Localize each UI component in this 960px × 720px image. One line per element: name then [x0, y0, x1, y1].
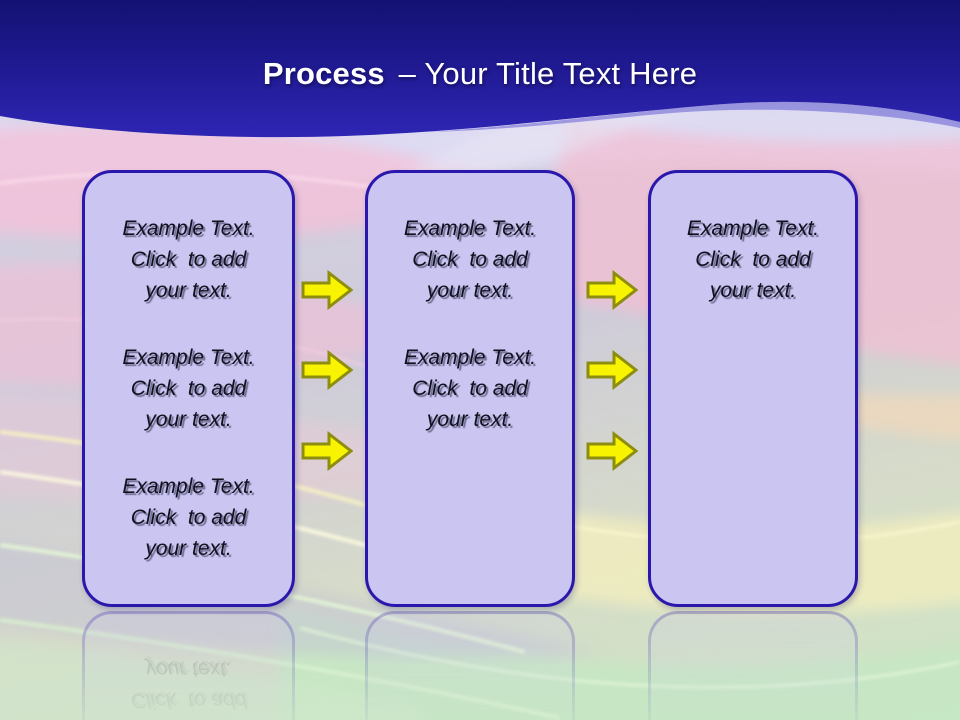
header-wave — [0, 0, 960, 138]
highlight-line — [299, 626, 960, 689]
placeholder-text[interactable]: Example Text. Click to add your text. — [122, 346, 255, 431]
right-arrow-icon[interactable] — [301, 350, 353, 390]
placeholder-text[interactable]: Example Text. Click to add your text. — [686, 217, 820, 302]
right-arrow-icon[interactable] — [586, 431, 638, 471]
process-box-step-3[interactable]: Example Text. Click to add your text. — [648, 170, 858, 607]
right-arrow-icon[interactable] — [301, 270, 353, 310]
process-box-step-1[interactable]: Example Text. Click to add your text. Ex… — [82, 170, 295, 607]
wave-band-green — [0, 641, 420, 720]
highlight-line — [0, 618, 561, 720]
placeholder-text[interactable]: Example Text. Click to add your text. — [122, 217, 255, 302]
reflection-text: Example Text. Click to add your text. — [130, 658, 247, 712]
right-arrow-icon[interactable] — [586, 270, 638, 310]
placeholder-text[interactable]: Example Text. Click to add your text. — [122, 475, 255, 560]
box-reflection-shape: Example Text. Click to add your text. — [648, 611, 858, 720]
right-arrow-icon[interactable] — [586, 350, 638, 390]
process-box-step-2[interactable]: Example Text. Click to add your text. Ex… — [365, 170, 575, 607]
box-reflection: Example Text. Click to add your text. — [648, 611, 858, 720]
slide-title-subtitle: – Your Title Text Here — [389, 56, 698, 91]
slide-title[interactable]: Process – Your Title Text Here — [0, 54, 960, 94]
placeholder-text[interactable]: Example Text. Click to add your text. — [403, 346, 537, 431]
box-reflection: Example Text. Click to add your text. Ex… — [365, 611, 575, 720]
wave-streak — [375, 98, 720, 192]
box-reflection: Example Text. Click to add your text. Ex… — [82, 611, 295, 720]
box-reflection-shape: Example Text. Click to add your text. Ex… — [365, 611, 575, 720]
slide-title-keyword: Process — [262, 56, 385, 91]
placeholder-text[interactable]: Example Text. Click to add your text. — [403, 217, 537, 302]
wave-band-green — [280, 605, 960, 720]
box-reflection-shape: Example Text. Click to add your text. Ex… — [82, 611, 295, 720]
header-band — [0, 0, 960, 138]
right-arrow-icon[interactable] — [301, 431, 353, 471]
header-band-highlight — [430, 101, 960, 132]
